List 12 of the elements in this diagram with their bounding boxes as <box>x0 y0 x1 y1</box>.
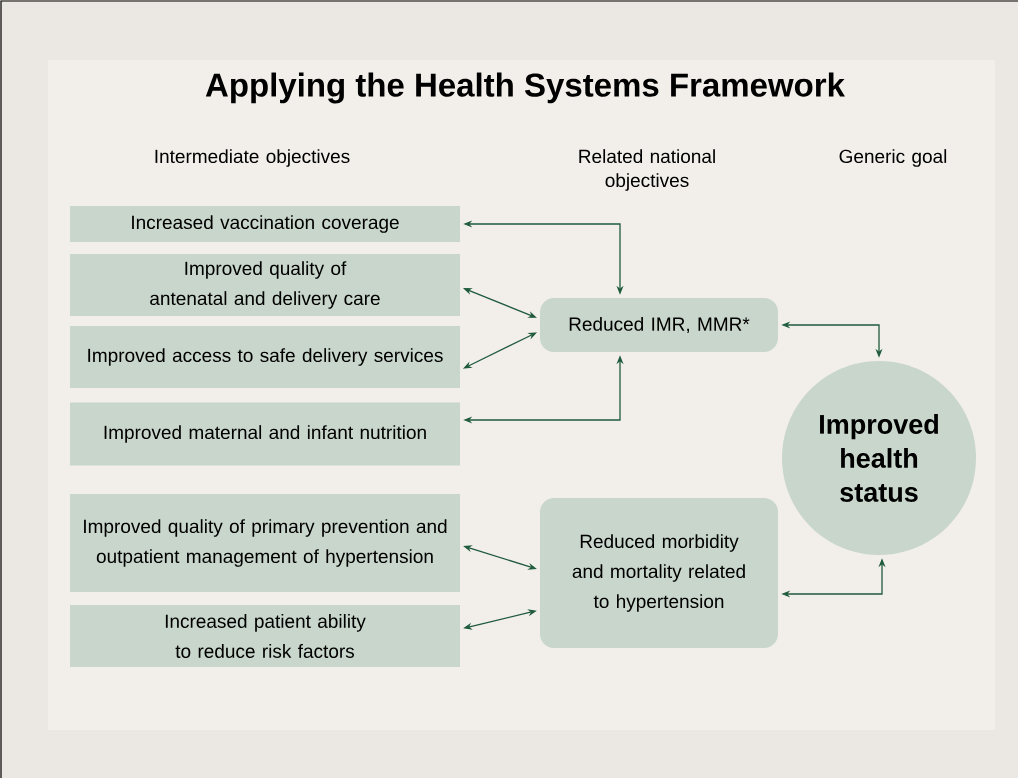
objective-box: Improved quality of primary prevention and outpatient management of hypertension <box>70 494 460 592</box>
rounded-box: Reduced IMR, MMR* <box>540 298 778 352</box>
column-heading: Generic goal <box>839 149 947 167</box>
title: Applying the Health Systems Framework <box>205 72 845 104</box>
column-heading: Intermediate objectives <box>155 149 350 167</box>
objective-box: Improved maternal and infant nutrition <box>70 402 460 466</box>
objective-box: Improved quality of antenatal and delivery care <box>70 254 460 316</box>
objective-box: Improved access to safe delivery services <box>70 326 460 388</box>
column-heading: Related national objectives <box>579 149 715 191</box>
objective-box: Increased patient ability to reduce risk factors <box>70 605 460 667</box>
rounded-box: Reduced morbidity and mortality related to hypertension <box>540 498 778 648</box>
objective-box: Increased vaccination coverage <box>70 206 460 242</box>
